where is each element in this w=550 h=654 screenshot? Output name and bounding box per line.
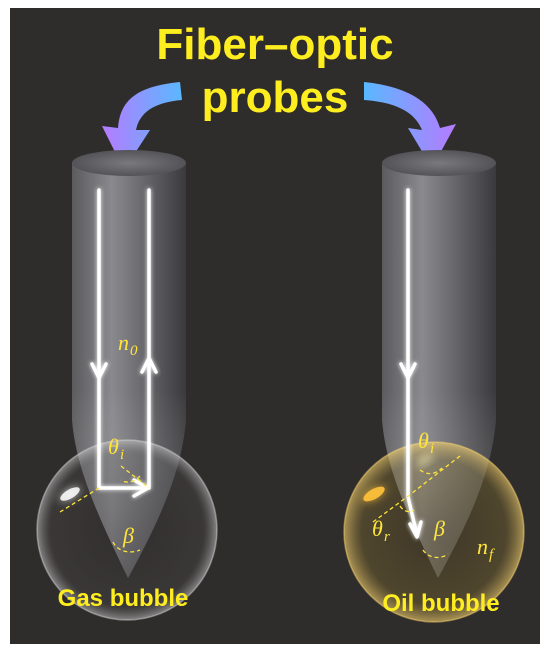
svg-text:f: f <box>489 547 495 563</box>
gas-bubble <box>36 439 218 621</box>
svg-text:0: 0 <box>130 343 138 359</box>
left-light-path <box>90 188 158 498</box>
symbol-theta-r: θ r <box>372 516 390 545</box>
right-curved-arrow-icon <box>364 82 456 168</box>
svg-text:n: n <box>477 534 488 559</box>
symbol-nf: n f <box>477 534 495 563</box>
svg-text:n: n <box>118 330 129 355</box>
svg-text:r: r <box>384 529 390 545</box>
symbol-theta-i-right: θ i <box>418 428 434 457</box>
gas-bubble-label: Gas bubble <box>58 585 189 612</box>
symbol-beta-right: β <box>433 516 445 541</box>
svg-text:θ: θ <box>418 428 429 453</box>
svg-text:i: i <box>120 447 124 463</box>
title-line-2: probes <box>202 73 349 122</box>
left-angle-guides <box>59 465 150 553</box>
right-angle-guides <box>372 455 461 559</box>
oil-bubble <box>343 441 525 623</box>
left-curved-arrow-icon <box>102 82 182 170</box>
symbol-n0: n 0 <box>118 330 138 359</box>
oil-bubble-label: Oil bubble <box>382 590 499 617</box>
svg-text:θ: θ <box>108 434 119 459</box>
title-line-1: Fiber–optic <box>156 20 393 69</box>
symbol-theta-i-left: θ i <box>108 434 124 463</box>
svg-text:i: i <box>430 441 434 457</box>
symbol-beta-left: β <box>122 523 134 548</box>
svg-text:θ: θ <box>372 516 383 541</box>
